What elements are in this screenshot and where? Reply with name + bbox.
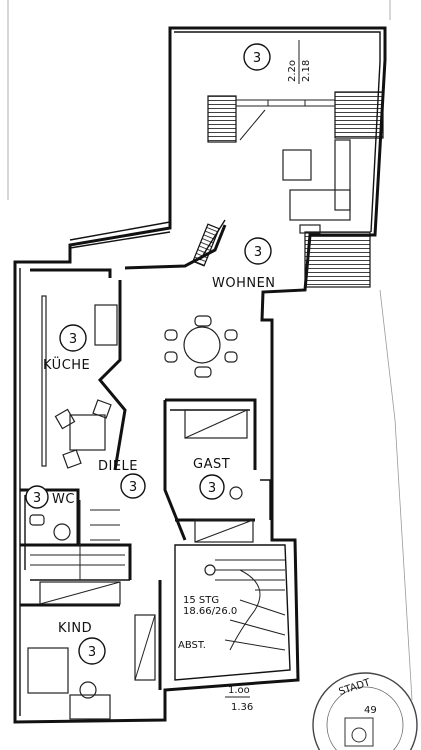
room-marker-kind: 3 — [78, 637, 106, 665]
room-label-kueche: KÜCHE — [43, 356, 90, 373]
svg-text:3: 3 — [254, 245, 262, 260]
outer-walls — [13, 26, 387, 724]
svg-text:3: 3 — [88, 645, 96, 660]
dimension-bottom: 1.oo 1.36 — [225, 685, 253, 713]
room-label-wohnen: WOHNEN — [212, 276, 276, 291]
svg-text:STADT: STADT — [338, 677, 373, 698]
svg-text:3: 3 — [33, 491, 41, 506]
wc-fixtures — [29, 514, 71, 541]
svg-text:49: 49 — [364, 705, 377, 716]
right-staircase — [204, 559, 286, 651]
dining-set — [164, 315, 238, 378]
paper-edges — [7, 0, 413, 701]
living-furniture — [239, 109, 351, 234]
svg-text:3: 3 — [253, 51, 261, 66]
child-room-furniture — [27, 581, 156, 720]
stair-ratio-label: 18.66/26.0 — [183, 606, 237, 617]
room-label-wc: WC — [52, 492, 75, 507]
hatched-sections — [192, 91, 384, 288]
svg-text:2.2o: 2.2o — [287, 60, 298, 82]
svg-text:1.36: 1.36 — [231, 702, 253, 713]
room-label-gast: GAST — [193, 457, 230, 472]
window-lines — [236, 99, 335, 107]
room-marker-gast: 3 — [199, 474, 225, 500]
guest-furniture — [184, 409, 254, 543]
room-marker-wohnen: 3 — [244, 237, 272, 265]
dimension-top: 2.2o 2.18 — [287, 40, 312, 84]
svg-text:3: 3 — [69, 332, 77, 347]
left-staircase — [30, 500, 125, 580]
room-label-kind: KIND — [58, 621, 92, 636]
svg-text:2.18: 2.18 — [301, 60, 312, 82]
svg-text:3: 3 — [208, 481, 216, 496]
svg-text:3: 3 — [129, 480, 137, 495]
city-stamp: STADT 49 — [312, 672, 418, 750]
svg-text:1.oo: 1.oo — [228, 685, 250, 696]
room-marker-kueche: 3 — [59, 324, 87, 352]
room-label-diele: DIELE — [98, 459, 138, 474]
stair-steps-label: 15 STG — [183, 595, 219, 606]
stair-abst-label: ABST. — [178, 640, 206, 651]
room-marker-wc: 3 — [25, 485, 49, 509]
room-marker-diele: 3 — [120, 473, 146, 499]
kitchen-furniture — [41, 295, 118, 469]
room-marker-wohnen-top: 3 — [243, 43, 271, 71]
